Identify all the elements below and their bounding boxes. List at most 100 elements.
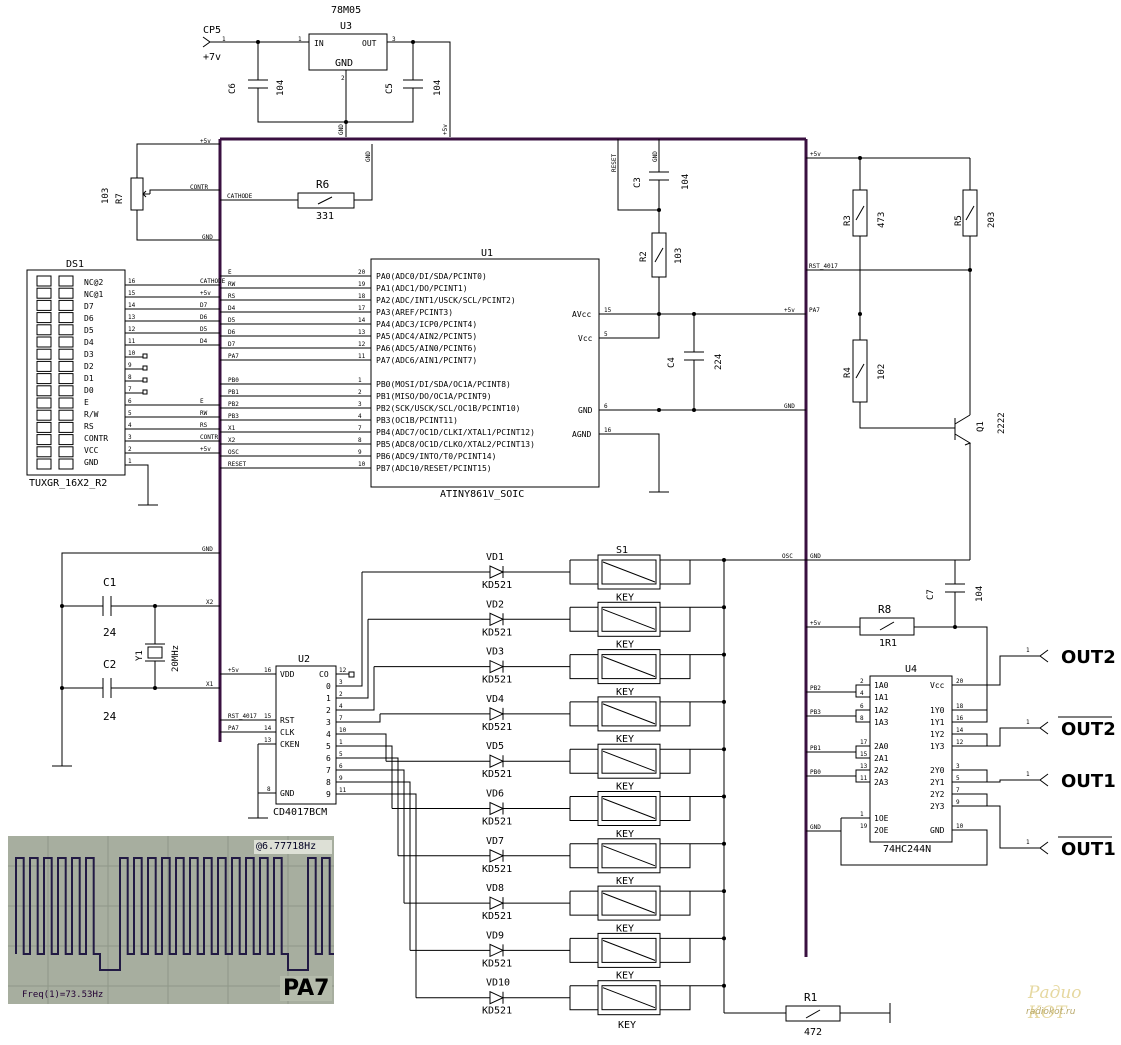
u1-net-label: D4 <box>228 305 236 312</box>
ds1-nc <box>142 365 148 371</box>
u4-left-pin: 8 <box>860 715 864 722</box>
u1-pin-label: PA1(ADC1/DO/PCINT1) <box>376 284 468 293</box>
c2-symbol <box>62 678 220 698</box>
junction <box>657 408 661 412</box>
oscilloscope-trace <box>8 836 334 1004</box>
u1-pin-number: 1 <box>358 377 362 384</box>
key-switch-diag <box>602 845 656 867</box>
diode-symbol <box>489 849 505 863</box>
junction <box>858 156 862 160</box>
u1-pin16: 16 <box>604 427 612 434</box>
u1-pin-label: PA4(ADC3/ICP0/PCINT4) <box>376 320 477 329</box>
u4-ref: U4 <box>905 664 917 675</box>
key-switch-label: KEY <box>616 782 634 793</box>
cp5-volt: +7v <box>203 52 221 63</box>
u1-net-5v: +5v <box>784 307 795 314</box>
ds1-pin-number: 8 <box>128 374 132 381</box>
key-switch-label: S1 <box>616 545 628 556</box>
u1-net-label: PA7 <box>228 353 239 360</box>
u4-oe-wires <box>840 817 870 831</box>
key-switch-diag <box>602 987 656 1009</box>
c5-symbol <box>346 42 423 123</box>
scope-readout: @6.77718Hz <box>254 840 332 854</box>
c5-ref: C5 <box>385 83 395 94</box>
key-switch-label: KEY <box>616 640 634 651</box>
u4-buffer: U4 74HC244N 1A021A141A261A382A0172A1152A… <box>806 647 1116 866</box>
contrast-section: R7 103 +5v CONTR GND R6 331 CATHODE GND <box>101 138 373 241</box>
u1-pin-number: 18 <box>358 293 366 300</box>
key-switch-diag <box>602 750 656 772</box>
key-wires <box>503 985 724 1011</box>
lcd-cell <box>36 287 52 299</box>
c3-reset-wires <box>617 139 669 211</box>
r7-body <box>130 177 144 211</box>
key-wires <box>503 937 724 963</box>
u1-net-gnd: GND <box>784 403 795 410</box>
key-wires <box>503 559 724 585</box>
ds1-pin-number: 15 <box>128 290 136 297</box>
u1-net-label: X2 <box>228 437 236 444</box>
key-switch-diag <box>602 939 656 961</box>
u1-pin-number: 20 <box>358 269 366 276</box>
u2-output-pin: 4 <box>339 703 343 710</box>
u1-ref: U1 <box>481 248 493 259</box>
u1-net-label: D7 <box>228 341 236 348</box>
r3-value: 473 <box>877 212 887 228</box>
lcd-cell <box>36 409 52 421</box>
ds1-pin-label: VCC <box>84 446 99 455</box>
u4-output-wires <box>952 655 1030 849</box>
u2-output-pin: 9 <box>339 775 343 782</box>
ds1-pin-number: 9 <box>128 362 132 369</box>
key-wires <box>503 748 724 774</box>
ds1-pin-number: 12 <box>128 326 136 333</box>
r7-wires <box>136 143 220 241</box>
lcd-cell <box>36 458 52 470</box>
u1-pin5: 5 <box>604 331 608 338</box>
c5-value: 104 <box>433 80 443 96</box>
u2-part: CD4017BCM <box>273 807 327 818</box>
u4-left-label: 1A3 <box>874 718 889 727</box>
output-connector <box>1030 841 1049 855</box>
u3-gnd-net: GND <box>338 124 345 135</box>
key-switch-face <box>601 606 657 632</box>
u1-pin-label: PB6(ADC9/INTO/T0/PCINT14) <box>376 452 496 461</box>
crystal-section: GND C1 24 C2 24 Y1 20MHz X2 X1 <box>52 546 220 767</box>
ds1-pin-number: 5 <box>128 410 132 417</box>
c3-ref: C3 <box>633 177 643 188</box>
lcd-cell <box>58 348 74 360</box>
ds1-net-label: CATHODE <box>200 278 226 285</box>
u1-pin-number: 13 <box>358 329 366 336</box>
key-diode-ref: VD1 <box>486 552 504 563</box>
u2-co-nc <box>348 671 355 678</box>
lcd-cell <box>36 385 52 397</box>
u3-box <box>308 33 388 71</box>
diode-symbol <box>489 707 505 721</box>
lcd-cell <box>58 458 74 470</box>
output-connector <box>1030 773 1049 787</box>
key-switch-diag <box>602 608 656 630</box>
u3-pin2: 2 <box>341 75 345 82</box>
output-pin: 1 <box>1026 719 1030 726</box>
u4-left-pin: 19 <box>860 823 868 830</box>
u4-net-pb0: PB0 <box>810 769 821 776</box>
c4-ref: C4 <box>667 357 677 368</box>
junction <box>953 625 957 629</box>
u4-right-pin: 20 <box>956 678 964 685</box>
r1-value: 472 <box>804 1027 822 1038</box>
u2-left-wires <box>220 673 349 819</box>
u1-net-label: RS <box>228 293 236 300</box>
lcd-cell <box>36 348 52 360</box>
key-diode-ref: VD9 <box>486 930 504 941</box>
u1-net-label: PB1 <box>228 389 239 396</box>
c7-ref: C7 <box>926 589 936 600</box>
diode-symbol <box>489 801 505 816</box>
key-switch-face <box>601 559 657 585</box>
c2-value: 24 <box>103 710 117 723</box>
u2-cken: CKEN <box>280 740 299 749</box>
diode-symbol <box>489 990 505 1005</box>
lcd-cell <box>36 360 52 372</box>
u1-pin-label: PB1(MISO/DO/OC1A/PCINT9) <box>376 392 492 401</box>
net-pa7-right: PA7 <box>809 307 820 314</box>
cp5-ref: CP5 <box>203 25 221 36</box>
